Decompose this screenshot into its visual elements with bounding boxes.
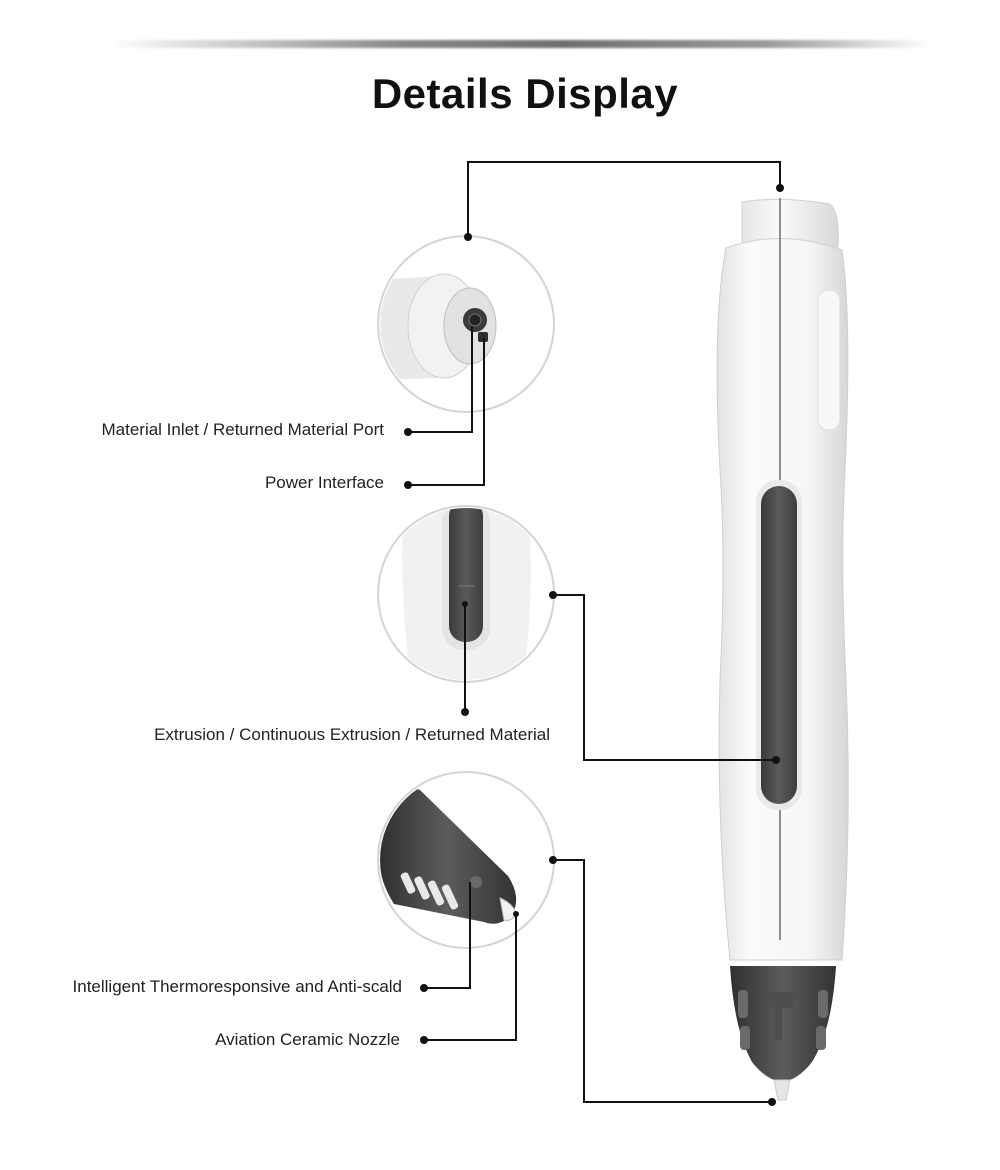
- leader-tip: [553, 859, 772, 1103]
- pen-button: [761, 486, 797, 804]
- pen-tip: [773, 1079, 791, 1101]
- pen-nozzle-body: [730, 966, 836, 1082]
- label-extrusion-button: Extrusion / Continuous Extrusion / Retur…: [154, 725, 550, 744]
- leader-button: [553, 594, 776, 761]
- pen-side-window: [817, 289, 841, 431]
- leader-thermo: [424, 882, 471, 989]
- pen-nozzle-grips: [738, 990, 828, 1050]
- pen-cap: [741, 198, 839, 249]
- leader-cap: [467, 161, 781, 237]
- label-thermoresponsive: Intelligent Thermoresponsive and Anti-sc…: [72, 977, 402, 996]
- pen-illustration: [716, 198, 849, 1101]
- leader-lines: [408, 161, 781, 1103]
- label-material-inlet: Material Inlet / Returned Material Port: [101, 420, 384, 439]
- top-divider: [110, 40, 930, 48]
- label-power-interface: Power Interface: [264, 473, 384, 492]
- detail-circle-top: [377, 235, 555, 413]
- label-ceramic-nozzle: Aviation Ceramic Nozzle: [215, 1030, 400, 1049]
- page-title: Details Display: [371, 70, 679, 117]
- detail-circle-nozzle: [377, 771, 555, 949]
- leader-dots: [404, 184, 784, 1106]
- leader-inlet: [408, 326, 473, 433]
- detail-circle-button: [377, 505, 555, 683]
- leader-power: [408, 338, 485, 486]
- leader-nozzle: [424, 914, 517, 1041]
